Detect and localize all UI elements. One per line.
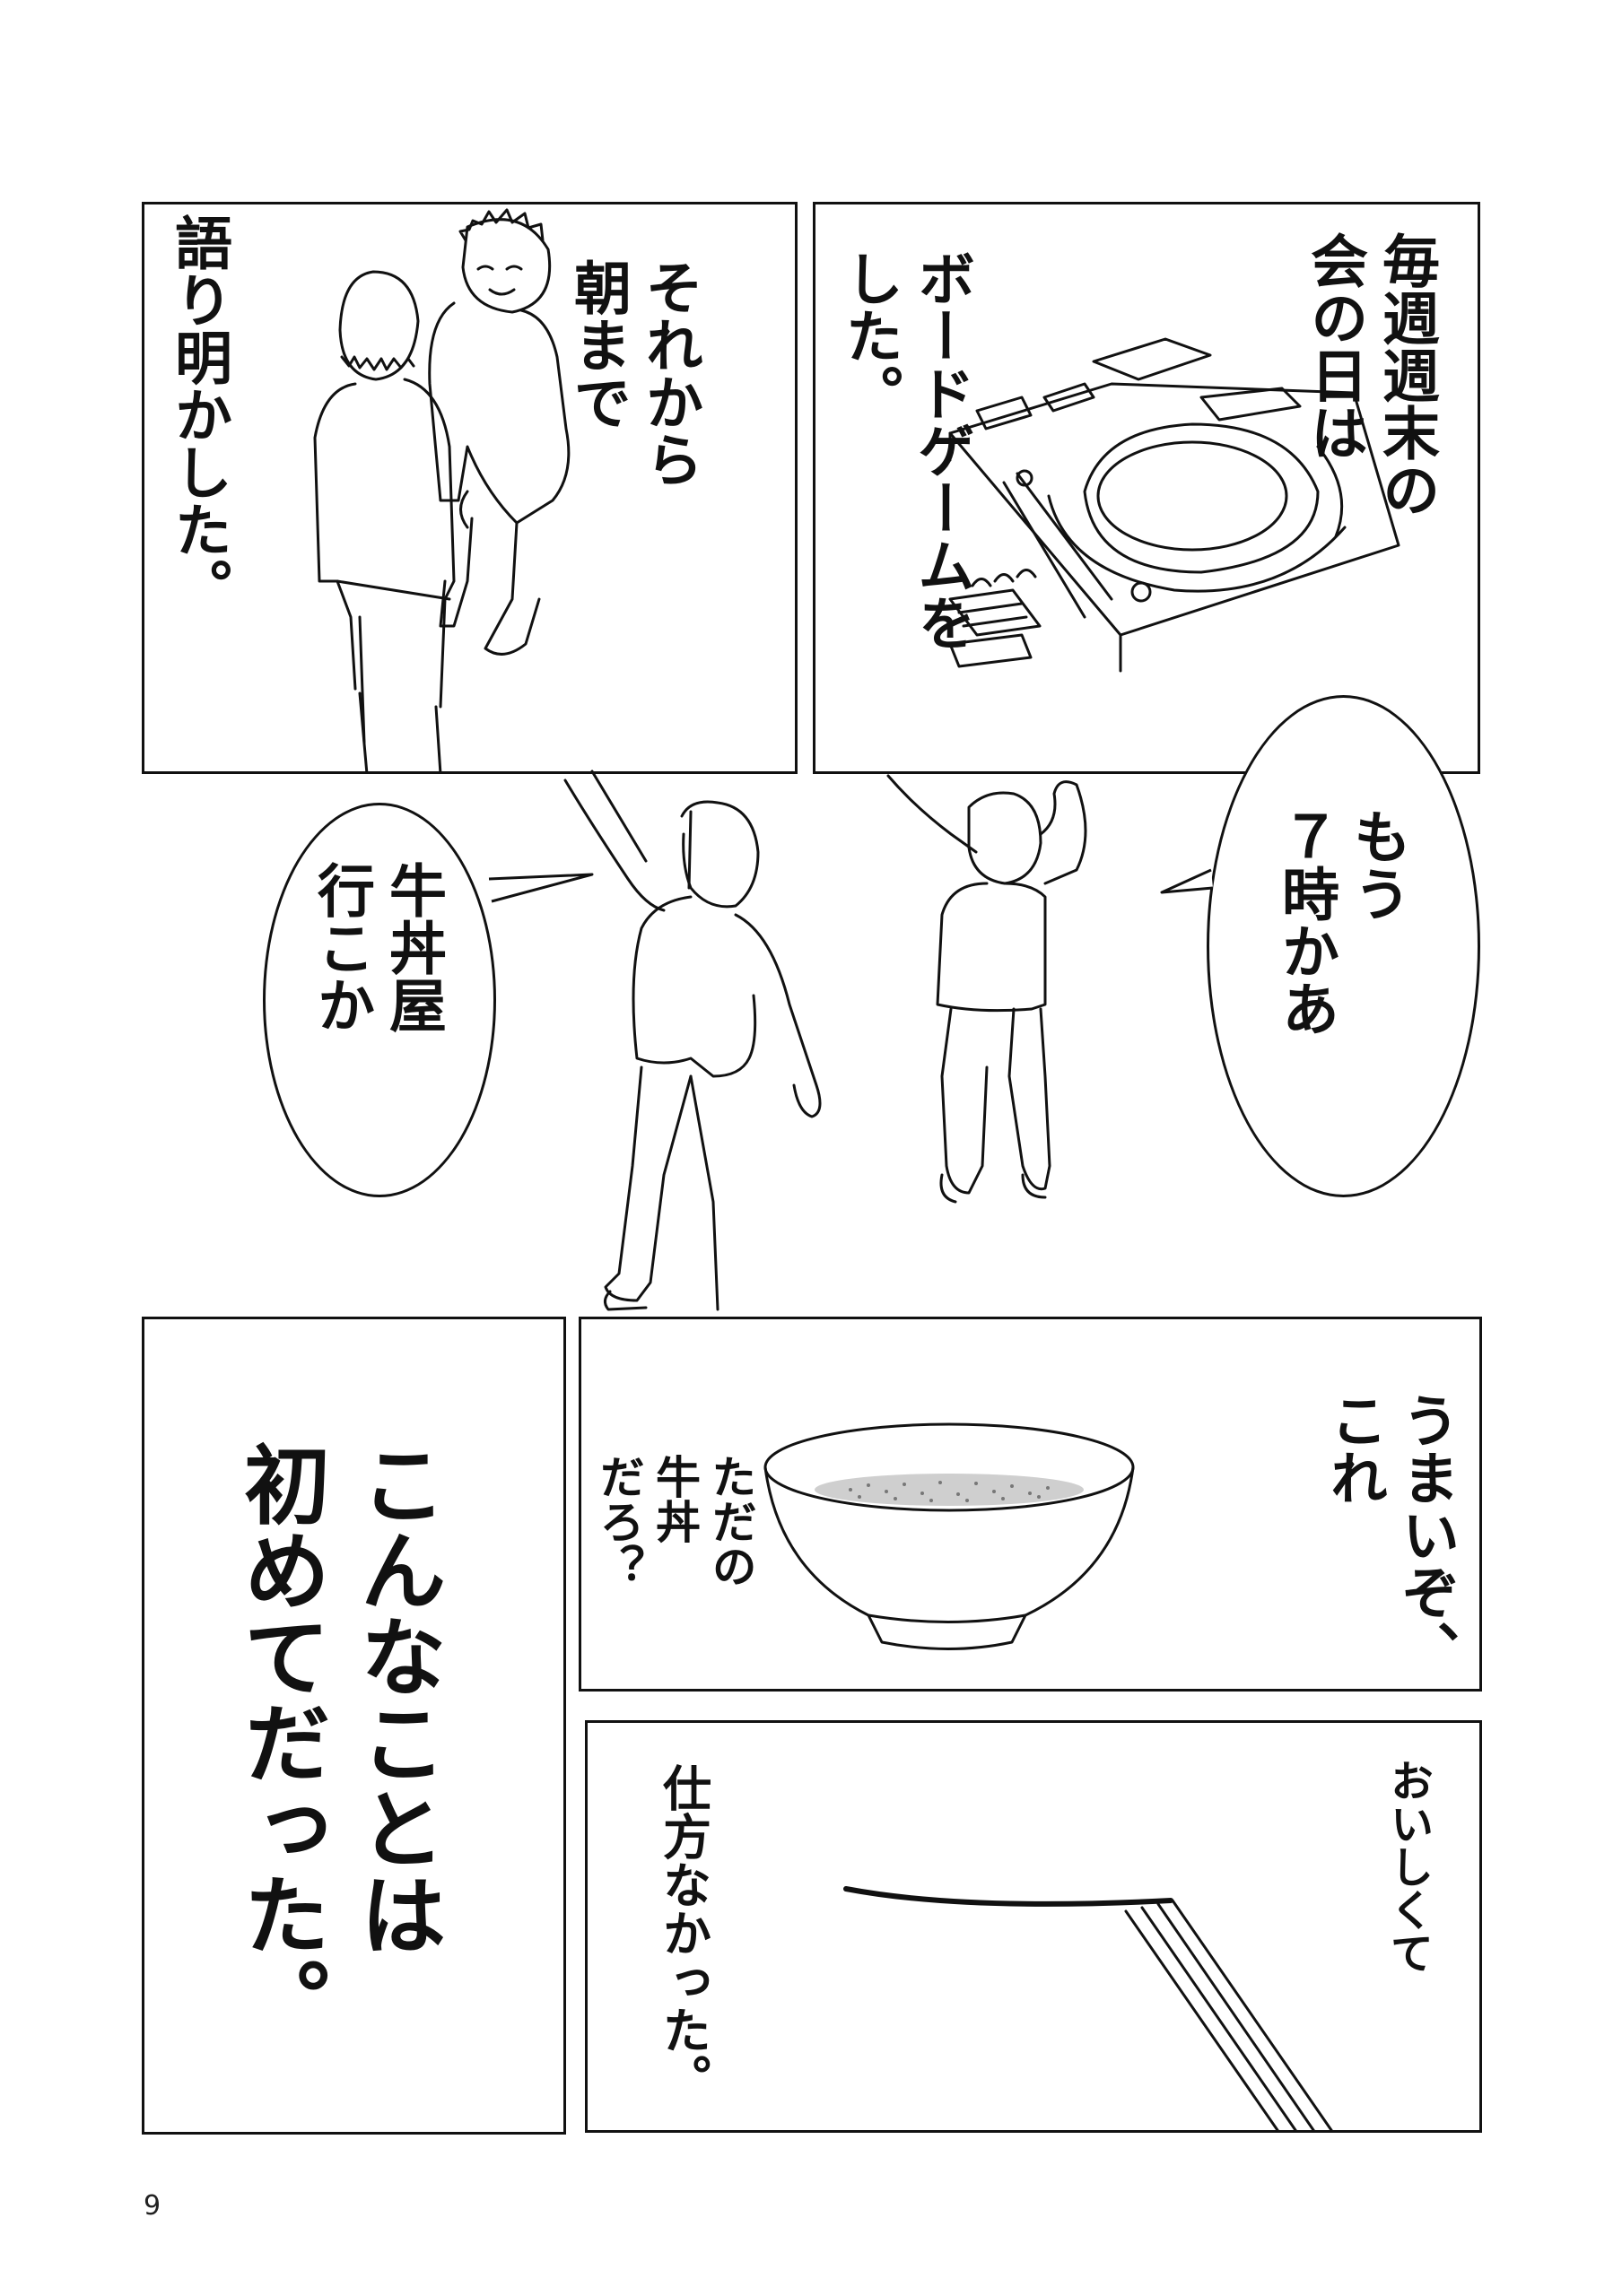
balloon-tail-left (484, 870, 601, 906)
panel-gyudon-bowl: うまいぞ、 これ ただの 牛丼 だろ？ (579, 1317, 1482, 1692)
two-men-standing-illustration (556, 771, 1202, 1327)
panel-first-time: こんなことは 初めてだった。 (142, 1317, 566, 2135)
caption-just-gyudon: ただの 牛丼 だろ？ (592, 1454, 757, 1588)
gyudon-bowl-illustration (581, 1319, 1482, 1692)
rice-texture (815, 1474, 1084, 1506)
panel-chopsticks: おいしくて 仕方なかった。 (585, 1720, 1482, 2133)
caption-until-morning: それから 朝まで (564, 258, 702, 488)
caption-weekend-meetings: 毎週週末の 会の日は (1301, 231, 1439, 518)
caption-so-delicious: おいしくて (1382, 1759, 1433, 1974)
speech-already-seven: もう ７時かあ (1272, 807, 1410, 1037)
page-number: 9 (144, 2190, 161, 2222)
panel-talking-till-morning: それから 朝まで 語り明かした。 (142, 202, 798, 774)
caption-this-is-good: うまいぞ、 これ (1321, 1391, 1459, 1678)
two-men-talking-illustration (144, 204, 798, 774)
caption-first-time-ever: こんなことは 初めてだった。 (229, 1440, 447, 2043)
board-game-table-illustration (815, 204, 1480, 774)
chopsticks-bowl-illustration (588, 1723, 1482, 2133)
balloon-tail-right (1157, 865, 1220, 901)
caption-talked-all-night: 語り明かした。 (165, 213, 231, 615)
speech-balloon-seven-oclock (1207, 695, 1480, 1197)
caption-played-board-games: ボードゲームを した。 (836, 249, 974, 651)
speech-balloon-gyudon-shop (263, 803, 496, 1197)
panel-board-game: 毎週週末の 会の日は ボードゲームを した。 (813, 202, 1480, 774)
caption-could-not-help: 仕方なかった。 (654, 1763, 711, 2102)
speech-lets-go-gyudon: 牛丼屋 行こか (308, 861, 446, 1033)
